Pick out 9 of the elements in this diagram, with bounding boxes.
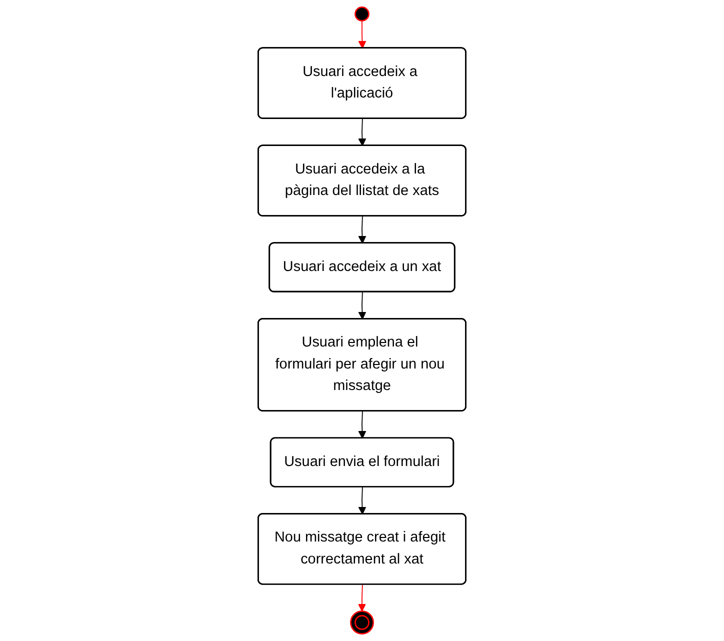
node-circle: [354, 6, 370, 22]
arrow: [358, 20, 366, 49]
arrow: [358, 216, 366, 244]
arrow: [358, 410, 366, 439]
arrow: [358, 292, 366, 320]
arrow: [358, 584, 366, 612]
arrow: [358, 118, 366, 146]
node-circle: [350, 610, 374, 634]
arrow: [358, 486, 366, 515]
